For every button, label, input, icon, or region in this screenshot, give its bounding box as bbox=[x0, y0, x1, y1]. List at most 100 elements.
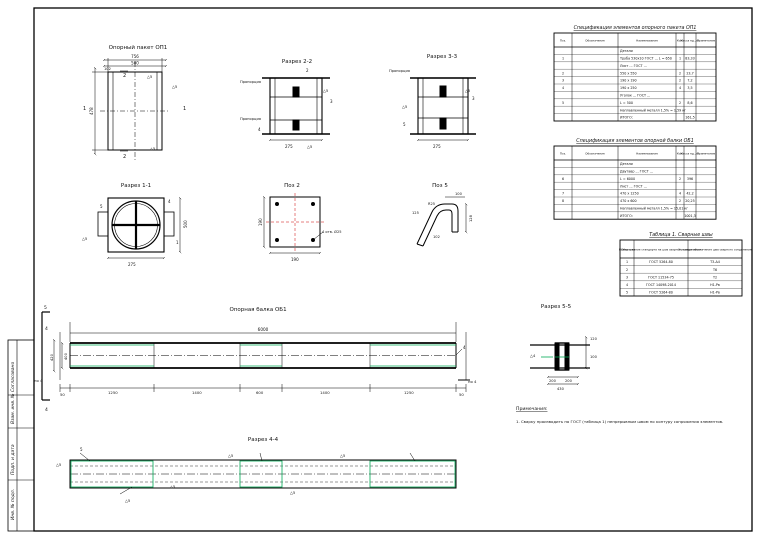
table-cell: 4 bbox=[679, 192, 681, 196]
view-title: Опорная балка ОБ1 bbox=[229, 307, 286, 313]
table-border bbox=[553, 32, 717, 122]
dim-label: 275 bbox=[433, 144, 441, 149]
table-cell: ГОСТ 5264-80 bbox=[649, 291, 673, 295]
callout-label: по 4 bbox=[34, 378, 43, 383]
weld-label: △5 bbox=[147, 74, 153, 79]
position-mark: 3 bbox=[472, 96, 475, 101]
view-title: Опорный пакет ОП1 bbox=[109, 44, 168, 51]
table-cell: L = 6000 bbox=[620, 177, 635, 181]
spec-table-support-package: Спецификация элементов опорного пакета О… bbox=[553, 25, 717, 122]
table-cell: 8,6 bbox=[687, 101, 692, 105]
dim-label: 275 bbox=[128, 262, 136, 267]
dim-label: 190 bbox=[258, 218, 263, 226]
table-header-cell: Примечание bbox=[697, 152, 716, 156]
view-section-1-1: Разрез 1-1 275 500 5 4 1 △5 bbox=[82, 183, 188, 267]
dim-label: 50 bbox=[459, 392, 464, 397]
weld-label: △5 bbox=[150, 146, 156, 151]
notes-title: Примечания: bbox=[516, 406, 548, 412]
section-mark: 4 bbox=[45, 326, 48, 332]
dim-label: 200 bbox=[565, 379, 573, 383]
dim-label: 1400 bbox=[192, 390, 202, 395]
table-cell: 190 х 190 bbox=[620, 79, 637, 83]
table-cell: Т6 bbox=[712, 268, 717, 272]
weld-label: △4 bbox=[530, 353, 536, 358]
dim-label: 6000 bbox=[258, 327, 269, 332]
dim-label: 275 bbox=[285, 144, 293, 149]
spec-table-support-beam: Спецификация элементов опорной балки ОБ1… bbox=[553, 138, 717, 220]
view-title: Разрез 4-4 bbox=[248, 437, 279, 443]
view-section-5-5: Разрез 5-5 200 200 430 120 100 △4 bbox=[530, 304, 598, 391]
callout-label: Пропорция bbox=[240, 117, 261, 121]
dim-label: 50 bbox=[60, 392, 65, 397]
table-cell: Лист ... ГОСТ ... bbox=[620, 64, 647, 68]
position-mark: 5 bbox=[80, 447, 83, 452]
table-cell: 5 bbox=[562, 101, 564, 105]
weld-label: △5 bbox=[56, 462, 62, 467]
table-cell: Т3-Δ4 bbox=[709, 260, 720, 264]
table-cell: 5 bbox=[626, 291, 628, 295]
view-section-2-2: Разрез 2-2 275 Пропорция Пропорция 2 3 4… bbox=[240, 59, 333, 149]
table-cell: ИТОГО: bbox=[620, 116, 633, 120]
dim-label: 102 bbox=[433, 235, 440, 239]
dim-label: 102 bbox=[104, 67, 111, 71]
dim-label: 1250 bbox=[404, 390, 414, 395]
view-title: Разрез 5-5 bbox=[541, 304, 572, 310]
table-cell: 2 bbox=[562, 71, 564, 75]
table-cell: Н1-Рв bbox=[710, 283, 720, 287]
dim-label: 420 bbox=[50, 353, 54, 361]
dim-label: 120 bbox=[590, 337, 598, 341]
table-cell: ГОСТ 5264-80 bbox=[649, 260, 673, 264]
table-title: Спецификация элементов опорной балки ОБ1 bbox=[576, 138, 694, 144]
table-cell: 1001,3 bbox=[684, 214, 696, 218]
position-mark: 5 bbox=[100, 204, 103, 209]
table-header-cell: Масса ед., кг bbox=[680, 152, 700, 156]
table-cell: 7 bbox=[562, 192, 564, 196]
weld-label: △5 bbox=[125, 498, 131, 503]
table-cell: 161,5 bbox=[685, 116, 694, 120]
table-header-cell: Обозначение стандарта на шов сварного со… bbox=[621, 248, 701, 252]
table-cell: 1 bbox=[562, 57, 564, 61]
table-cell: L = 500 bbox=[620, 101, 633, 105]
table-cell: Т2 bbox=[712, 275, 717, 279]
dim-label: 125 bbox=[412, 211, 419, 215]
dim-label: 190 bbox=[291, 257, 299, 262]
position-mark: 4 bbox=[463, 345, 466, 350]
table-cell: 2 bbox=[679, 177, 681, 181]
weld-label: △5 bbox=[228, 453, 234, 458]
table-cell: 470 х 1250 bbox=[620, 192, 639, 196]
stamp-cell: Взам. инв. № bbox=[10, 393, 16, 424]
view-plate-poz2: Поз 2 190 190 4 отв. Ø25 bbox=[258, 183, 342, 262]
table-cell: Уголок ... ГОСТ ... bbox=[620, 94, 650, 98]
table-cell: 3 bbox=[562, 79, 564, 83]
stamp-cell: Инв. № подл. bbox=[10, 489, 16, 520]
table-cell: 190 х 250 bbox=[620, 86, 637, 90]
table-header-cell: Номер шва bbox=[619, 248, 636, 252]
table-cell: 1 bbox=[626, 260, 628, 264]
weld-label: △5 bbox=[402, 104, 408, 109]
table-border bbox=[553, 145, 717, 220]
view-section-4-4: Разрез 4-4 △5 △5 △5 △5 △5 △5 5 bbox=[56, 437, 457, 503]
dim-label: 478 bbox=[89, 107, 94, 115]
table-cell: 470 х 600 bbox=[620, 199, 637, 203]
dim-label: 756 bbox=[131, 54, 139, 59]
weld-label: △5 bbox=[465, 88, 471, 93]
table-cell: 1 bbox=[679, 57, 681, 61]
dim-label: 128 bbox=[469, 214, 473, 222]
view-title: Разрез 3-3 bbox=[427, 54, 458, 60]
table-cell: 3 bbox=[626, 275, 628, 279]
view-support-beam: Опорная балка ОБ1 bbox=[34, 305, 477, 413]
stamp-cell: Подп. и дата bbox=[10, 444, 16, 475]
table-cell: 550 х 550 bbox=[620, 71, 637, 75]
section-mark: 4 bbox=[45, 407, 48, 413]
table-cell: Детали bbox=[620, 162, 633, 166]
table-header-cell: Масса ед., кг bbox=[680, 39, 700, 43]
table-title: Таблица 1. Сварные швы bbox=[649, 232, 713, 238]
position-mark: 4 bbox=[168, 199, 171, 204]
table-cell: 2 bbox=[679, 199, 681, 203]
callout-label: Пропорция bbox=[389, 69, 410, 73]
weld-label: △5 bbox=[340, 453, 346, 458]
table-cell: 7,2 bbox=[687, 79, 692, 83]
table-cell: Лист ... ГОСТ ... bbox=[620, 184, 647, 188]
